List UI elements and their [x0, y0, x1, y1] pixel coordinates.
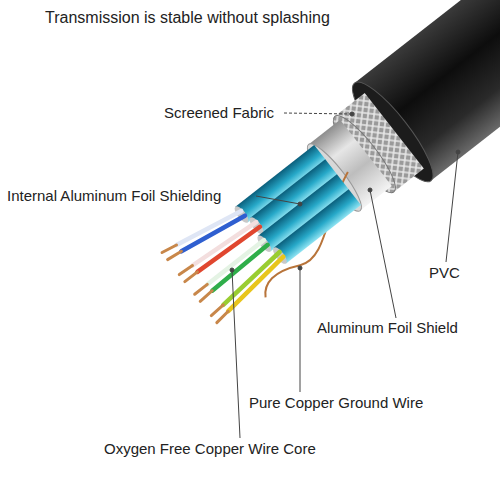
leader-lines [230, 112, 460, 438]
cable-body [153, 0, 500, 338]
copper-wires [162, 195, 290, 322]
part-label: Internal Aluminum Foil Shielding [6, 187, 222, 205]
heading: Transmission is stable without splashing [45, 8, 330, 27]
part-label: Oxygen Free Copper Wire Core [103, 440, 317, 458]
part-label: PVC [428, 264, 461, 282]
part-label: Aluminum Foil Shield [316, 319, 459, 337]
part-label: Pure Copper Ground Wire [248, 394, 424, 412]
part-label: Screened Fabric [163, 104, 275, 122]
